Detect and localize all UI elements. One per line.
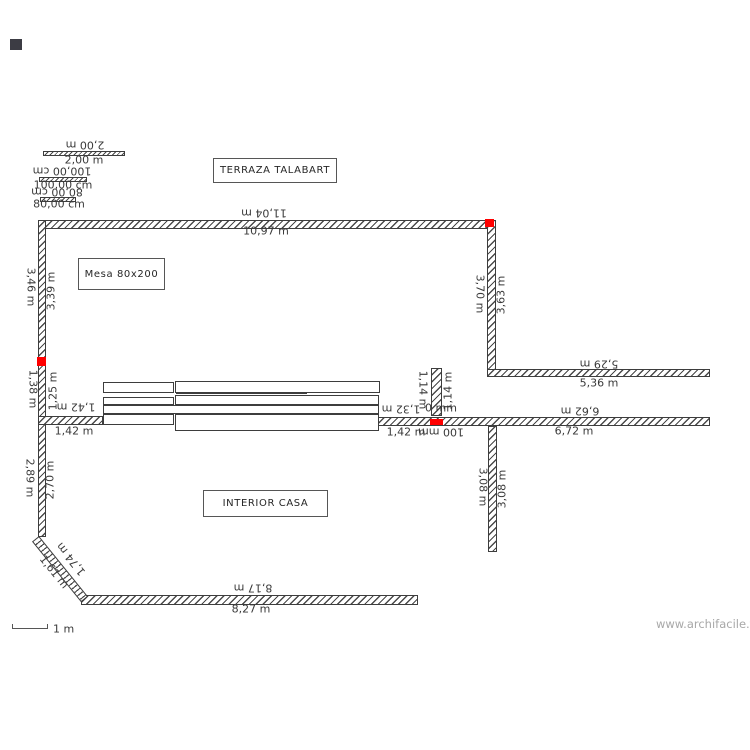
scalebar-80cm-label-top: 80,00 cm <box>31 185 83 199</box>
dim-left-upper-inner: 3,39 m <box>44 271 58 311</box>
dim-interior-wall-outer: 1,42 m <box>56 400 96 414</box>
terraza-label-box[interactable]: TERRAZA TALABART <box>213 158 337 183</box>
scalebar-100cm <box>39 177 87 182</box>
dim-top-inner: 10,97 m <box>243 224 289 238</box>
dim-left-mid-outer: 1,38 m <box>26 369 40 409</box>
table-part[interactable] <box>103 382 174 393</box>
dim-terrace-right-outer: 5,29 m <box>579 357 619 371</box>
dim-gap-inner: 1,42 m <box>386 425 426 439</box>
wall-pillar[interactable] <box>431 368 442 416</box>
corner-mark <box>10 39 22 50</box>
dim-main-right-inner: 6,72 m <box>554 424 594 438</box>
mesa-label-box[interactable]: Mesa 80x200 <box>78 258 165 290</box>
watermark-link[interactable]: www.archifacile.fr <box>656 617 750 631</box>
dim-left-upper-outer: 3,46 m <box>24 267 38 307</box>
corner-marker-pillar <box>430 419 443 425</box>
dim-bottom-inner: 8,27 m <box>231 602 271 616</box>
scalebar-2m-label-top: 2,00 m <box>65 138 105 152</box>
corner-marker-left <box>37 357 46 366</box>
table-part[interactable] <box>103 397 174 405</box>
table-part[interactable] <box>175 395 379 405</box>
table-part[interactable] <box>103 414 174 425</box>
wall-left[interactable] <box>38 220 46 537</box>
legend-scale-label: 1 m <box>53 622 75 636</box>
dim-main-right-outer: 6,62 m <box>560 404 600 418</box>
dim-interior-wall-inner: 1,42 m <box>54 424 94 438</box>
scalebar-80cm-label-bottom: 80,00 cm <box>33 197 85 211</box>
dim-stub-inner: 100 mm <box>418 425 464 439</box>
table-part[interactable] <box>103 405 379 414</box>
dim-top-outer: 11,04 m <box>241 206 287 220</box>
table-leaf-line <box>176 393 307 394</box>
scalebar-80cm <box>40 197 76 202</box>
table-part[interactable] <box>175 381 380 393</box>
dim-stub-outer: 0 mm <box>425 401 457 415</box>
corner-marker-top-right <box>485 219 494 227</box>
dim-bottom-outer: 8,17 m <box>233 581 273 595</box>
scalebar-2m-label-bottom: 2,00 m <box>64 153 104 167</box>
interior-label-box[interactable]: INTERIOR CASA <box>203 490 328 517</box>
dim-left-lower-inner: 2,70 m <box>43 460 57 500</box>
legend-scale-bracket <box>12 624 48 629</box>
dim-down-wall-outer: 3,08 m <box>476 467 490 507</box>
dim-down-wall-inner: 3,08 m <box>495 469 509 509</box>
wall-down[interactable] <box>488 426 497 552</box>
dim-terrace-right-inner: 5,36 m <box>579 376 619 390</box>
wall-terrace-right[interactable] <box>487 369 710 377</box>
dim-right-upper-inner: 3,63 m <box>494 275 508 315</box>
dim-gap-outer: 1,32 m <box>381 402 421 416</box>
dim-left-lower-outer: 2,89 m <box>23 458 37 498</box>
scalebar-2m <box>43 151 125 156</box>
table-part[interactable] <box>175 414 379 431</box>
scalebar-100cm-label-top: 100,00 cm <box>32 164 92 178</box>
scalebar-100cm-label-bottom: 100,00 cm <box>33 178 93 192</box>
dim-right-upper-outer: 3,70 m <box>473 274 487 314</box>
wall-interior-left[interactable] <box>38 416 103 425</box>
